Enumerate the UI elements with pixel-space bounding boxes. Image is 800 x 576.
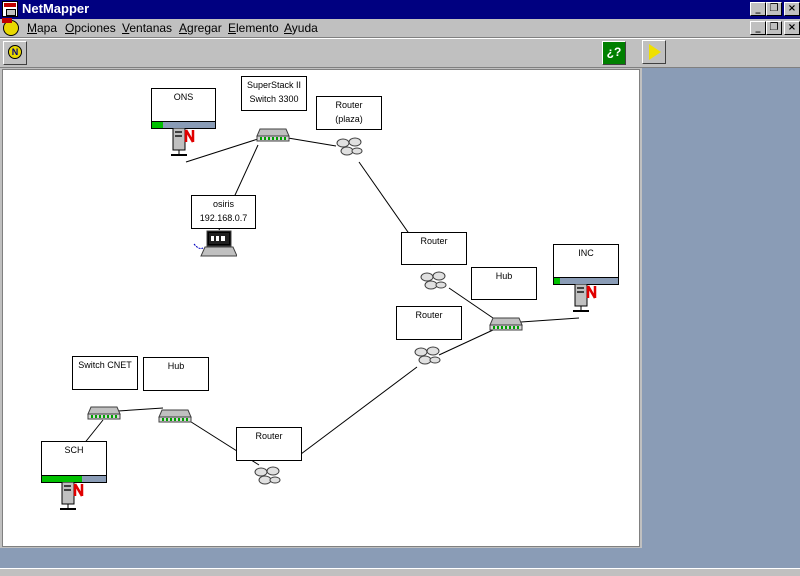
server-icon[interactable] [58, 482, 88, 512]
node-sch-label[interactable]: SCH [41, 441, 107, 483]
run-button[interactable] [642, 40, 666, 64]
node-inc-status-fill [554, 278, 561, 284]
menu-agregar[interactable]: Agregar [179, 21, 222, 35]
router-icon[interactable] [419, 269, 449, 293]
server-icon[interactable] [169, 128, 199, 158]
switch-icon[interactable] [87, 405, 121, 421]
node-ons-label[interactable]: ONS [151, 88, 216, 129]
node-hub-left-label[interactable]: Hub [143, 357, 209, 391]
node-sch-name: SCH [64, 445, 84, 455]
close-button[interactable]: × [784, 2, 800, 16]
node-router-low-label[interactable]: Router [396, 306, 462, 340]
node-router-mid-name: Router [420, 236, 448, 246]
play-arrow-icon [649, 44, 661, 60]
node-osiris-name: osiris [212, 199, 234, 209]
node-router-plaza-location: (plaza) [335, 114, 363, 124]
node-router-plaza-label[interactable]: Router (plaza) [316, 96, 382, 130]
link-router-low-router-bottom [292, 366, 418, 461]
node-sch-status-fill [42, 476, 82, 482]
menu-opciones[interactable]: Opciones [65, 21, 116, 35]
new-map-button[interactable]: N [3, 41, 27, 65]
node-router-plaza-name: Router [335, 100, 363, 110]
node-superstack-model: Switch 3300 [249, 94, 299, 104]
menu-ventanas[interactable]: Ventanas [122, 21, 173, 35]
doc-minimize-button[interactable]: _ [750, 21, 766, 35]
menu-ayuda[interactable]: Ayuda [284, 21, 318, 35]
help-button[interactable]: ¿? [602, 41, 626, 65]
node-superstack-name: SuperStack II [246, 80, 302, 90]
node-inc-name: INC [578, 248, 594, 258]
switch-icon[interactable] [256, 127, 290, 143]
link-ons-superstack [185, 137, 262, 163]
node-ons-status [152, 121, 215, 128]
link-switch-cnet-sch [82, 419, 104, 446]
link-superstack-router-plaza [287, 137, 337, 147]
minimize-button[interactable]: _ [750, 2, 766, 16]
node-router-mid-label[interactable]: Router [401, 232, 467, 265]
restore-button[interactable]: ❐ [766, 2, 782, 16]
node-ons-status-fill [152, 122, 164, 128]
netmapper-app-icon[interactable] [2, 1, 18, 17]
toolbar: N ¿? [0, 38, 800, 68]
menu-bar: Mapa Opciones Ventanas Agregar Elemento … [0, 18, 800, 38]
node-osiris-ip: 192.168.0.7 [199, 213, 248, 223]
node-osiris-label[interactable]: osiris 192.168.0.7 [191, 195, 256, 229]
link-hub-inc [520, 317, 580, 323]
doc-close-button[interactable]: × [784, 21, 800, 35]
node-hub-left-name: Hub [167, 361, 185, 371]
node-router-bottom-label[interactable]: Router [236, 427, 302, 461]
document-icon[interactable] [2, 18, 19, 36]
node-hub-right-label[interactable]: Hub [471, 267, 537, 300]
laptop-icon[interactable] [193, 230, 237, 260]
network-map-canvas[interactable]: ONS SuperStack II Switch 3300 Router (pl… [2, 69, 640, 547]
node-switch-cnet-name: Switch CNET [78, 360, 132, 370]
router-icon[interactable] [253, 464, 283, 488]
menu-elemento[interactable]: Elemento [228, 21, 279, 35]
node-superstack-label[interactable]: SuperStack II Switch 3300 [241, 76, 307, 111]
node-sch-status [42, 475, 106, 482]
menu-mapa[interactable]: Mapa [27, 21, 58, 35]
status-bar [0, 568, 800, 576]
window-title: NetMapper [22, 1, 90, 16]
right-side-panel [642, 68, 800, 568]
bottom-scroll-strip [0, 548, 642, 568]
doc-restore-button[interactable]: ❐ [766, 21, 782, 35]
node-ons-name: ONS [173, 92, 194, 102]
link-hub-router-low [438, 329, 494, 356]
hub-icon[interactable] [158, 408, 192, 424]
link-switch-cnet-hub-left [117, 407, 164, 412]
server-icon[interactable] [571, 284, 601, 314]
hub-icon[interactable] [489, 316, 523, 332]
node-router-low-name: Router [415, 310, 443, 320]
router-icon[interactable] [413, 344, 443, 368]
title-bar: NetMapper _ ❐ × [0, 0, 800, 19]
node-switch-cnet-label[interactable]: Switch CNET [72, 356, 138, 390]
router-icon[interactable] [335, 135, 365, 159]
node-inc-status [554, 277, 618, 284]
node-inc-label[interactable]: INC [553, 244, 619, 285]
new-map-icon: N [8, 45, 22, 59]
node-hub-right-name: Hub [495, 271, 513, 281]
node-router-bottom-name: Router [255, 431, 283, 441]
link-router-mid-hub [448, 287, 494, 319]
